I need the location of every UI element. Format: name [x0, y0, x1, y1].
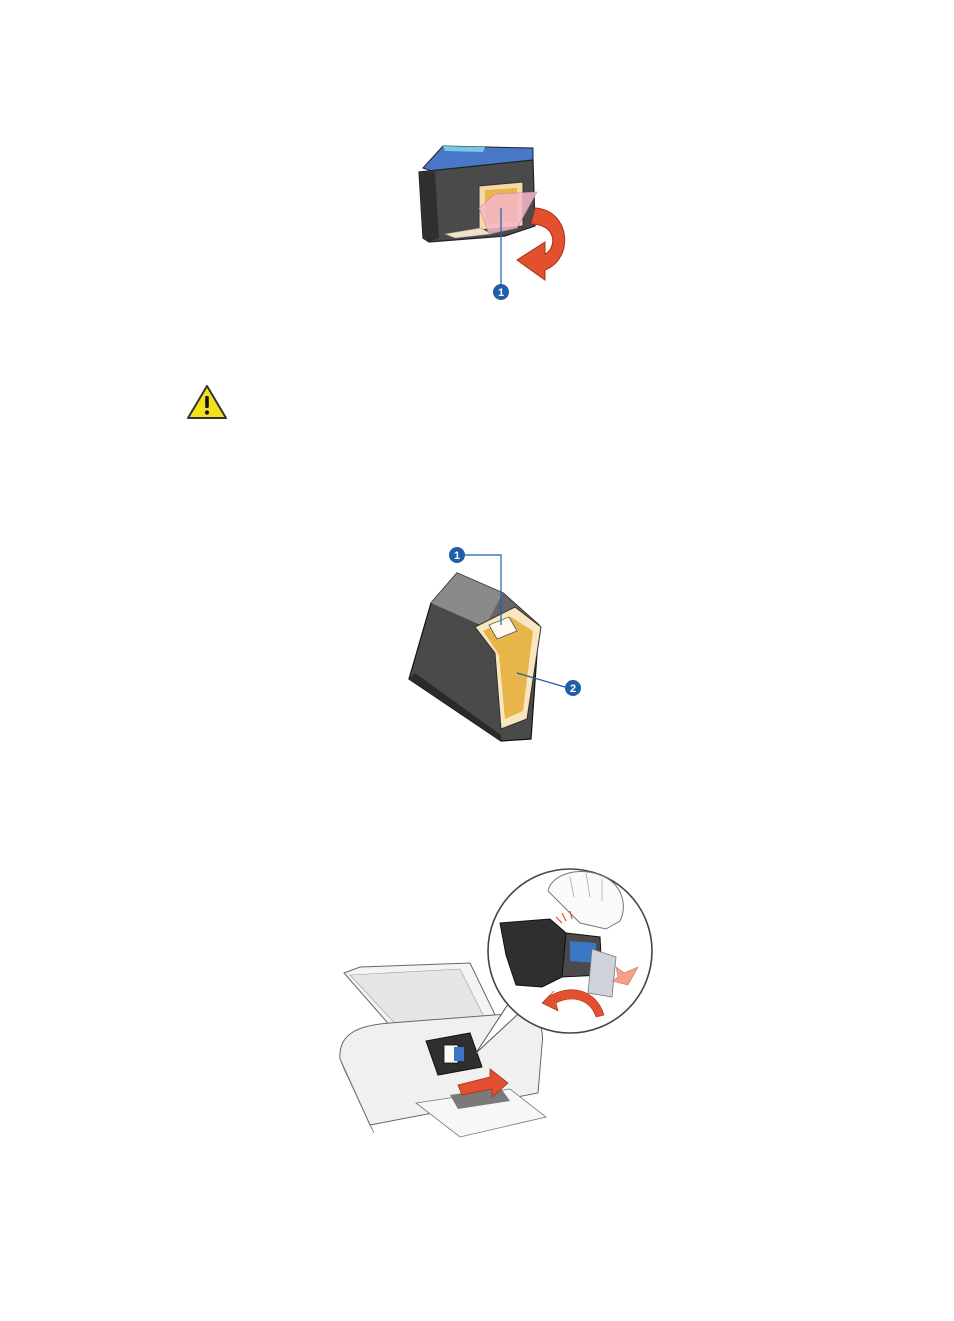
callout-1-label: 1: [498, 287, 504, 299]
cartridge-contacts-illustration: 1 2: [405, 543, 585, 743]
printer-install-illustration: [330, 863, 655, 1143]
cartridge-tape-illustration: 1: [405, 138, 580, 313]
warning-icon: [186, 384, 228, 420]
callout-1-label: 1: [454, 550, 460, 562]
callout-2-label: 2: [570, 683, 576, 695]
